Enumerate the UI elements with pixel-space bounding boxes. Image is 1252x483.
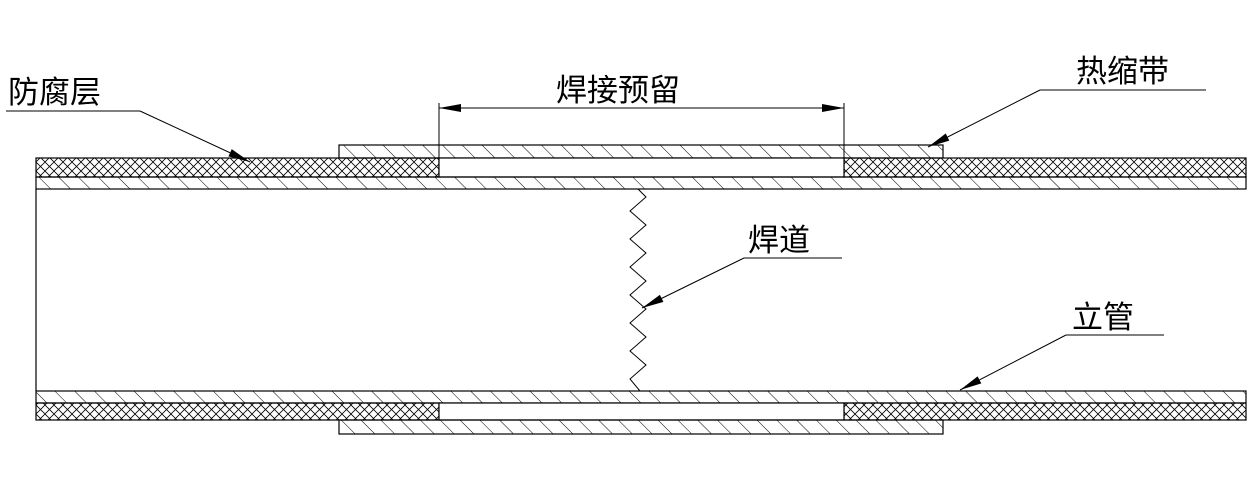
heat-shrink-band-label: 热缩带 [1076, 54, 1169, 90]
weld-seam-leader [641, 257, 842, 309]
anticorrosion-layer-bottom-right [843, 402, 1247, 421]
anticorrosion-layer-label: 防腐层 [8, 75, 101, 111]
riser-pipe-leader [959, 334, 1164, 391]
pipe-wall-bottom [35, 390, 1247, 404]
heat-shrink-band-leader [927, 89, 1206, 148]
weld-reserve-dimension [438, 103, 845, 158]
weld-reserve-gap-bottom [438, 402, 845, 421]
weld-seam-line [629, 188, 647, 392]
anticorrosion-layer-top-right [843, 157, 1247, 178]
pipe-wall-top [35, 176, 1247, 190]
heat-shrink-band-bottom [338, 419, 944, 435]
weld-reserve-label: 焊接预留 [556, 73, 680, 109]
anticorrosion-leader [6, 110, 251, 163]
heat-shrink-band-top [338, 144, 944, 159]
riser-pipe-label: 立管 [1072, 300, 1134, 336]
weld-reserve-gap-top [438, 157, 845, 178]
anticorrosion-layer-top-left [35, 157, 440, 178]
weld-seam-label: 焊道 [748, 223, 810, 259]
anticorrosion-layer-bottom-left [35, 402, 440, 421]
